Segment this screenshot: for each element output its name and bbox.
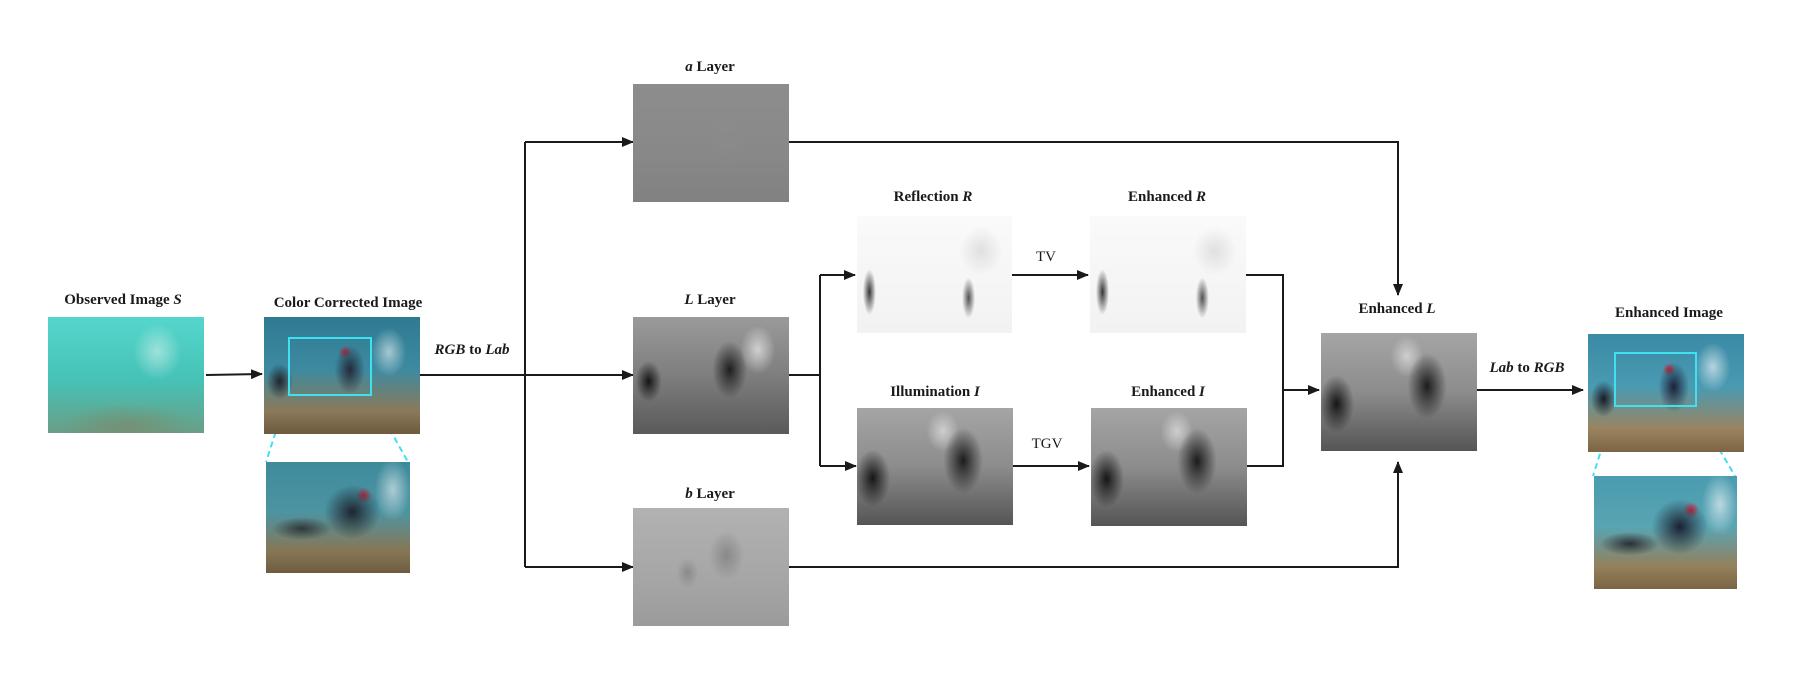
label-a-layer: a Layer <box>685 59 735 75</box>
edge-label-tv: TV <box>1036 249 1056 265</box>
line-enhanced-r-merge <box>1246 274 1284 467</box>
edge-label-rgb-to-lab: RGB to Lab <box>434 342 510 358</box>
edge-label-lab-to-rgb: Lab to RGB <box>1489 360 1565 376</box>
arrow-b-to-enhanced-l <box>788 461 1403 568</box>
label-enhanced-l: Enhanced L <box>1358 301 1436 317</box>
zoom-region-box <box>288 337 372 396</box>
arrow-a-to-enhanced-l <box>788 141 1403 296</box>
l-layer-image <box>633 317 789 434</box>
label-observed-image: Observed Image S <box>64 292 182 308</box>
label-l-layer: L Layer <box>684 292 736 308</box>
reflection-image <box>857 216 1012 333</box>
label-enhanced-i: Enhanced I <box>1131 384 1205 400</box>
a-layer-image <box>633 84 789 202</box>
label-reflection: Reflection R <box>893 189 973 205</box>
label-enhanced-image: Enhanced Image <box>1615 305 1723 321</box>
color-corrected-zoom <box>266 462 410 573</box>
enhanced-i-image <box>1091 408 1247 526</box>
label-b-layer: b Layer <box>685 486 735 502</box>
label-enhanced-r: Enhanced R <box>1128 189 1206 205</box>
illumination-image <box>857 408 1013 525</box>
arrow-observed-to-corrected <box>205 369 263 380</box>
enhanced-zoom-region-box <box>1614 352 1697 407</box>
enhanced-r-image <box>1090 216 1246 333</box>
color-corrected-image <box>264 317 420 434</box>
label-illumination: Illumination I <box>890 384 980 400</box>
edge-label-tgv: TGV <box>1031 436 1063 452</box>
enhanced-image-zoom <box>1594 476 1737 589</box>
observed-image <box>48 317 204 433</box>
enhanced-l-image <box>1321 333 1477 451</box>
b-layer-image <box>633 508 789 626</box>
label-color-corrected: Color Corrected Image <box>273 295 423 311</box>
